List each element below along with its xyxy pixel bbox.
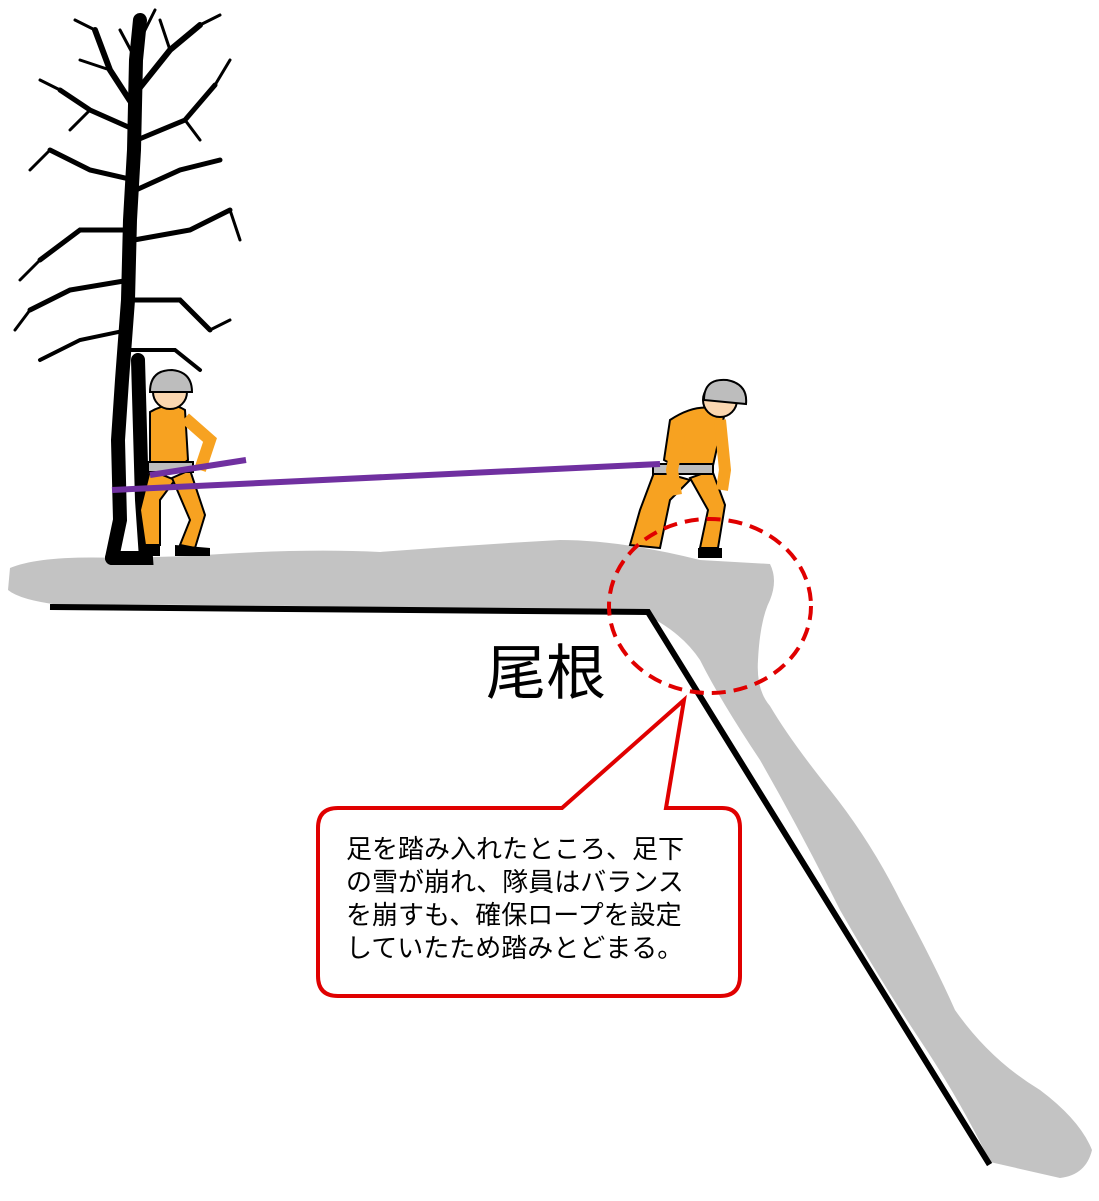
snow-mass — [8, 540, 1092, 1178]
callout-box — [316, 694, 742, 998]
collapse-highlight-circle — [607, 517, 813, 695]
rescuer-anchor — [138, 368, 217, 556]
belay-rope — [111, 457, 661, 493]
ridge-line — [49, 603, 993, 1167]
tree — [13, 8, 242, 565]
callout-text: 足を踏み入れたところ、足下 の雪が崩れ、隊員はバランス を崩すも、確保ロープを設… — [346, 835, 685, 964]
ridge-label: 尾根 — [486, 639, 606, 709]
rescuer-edge — [628, 378, 748, 558]
